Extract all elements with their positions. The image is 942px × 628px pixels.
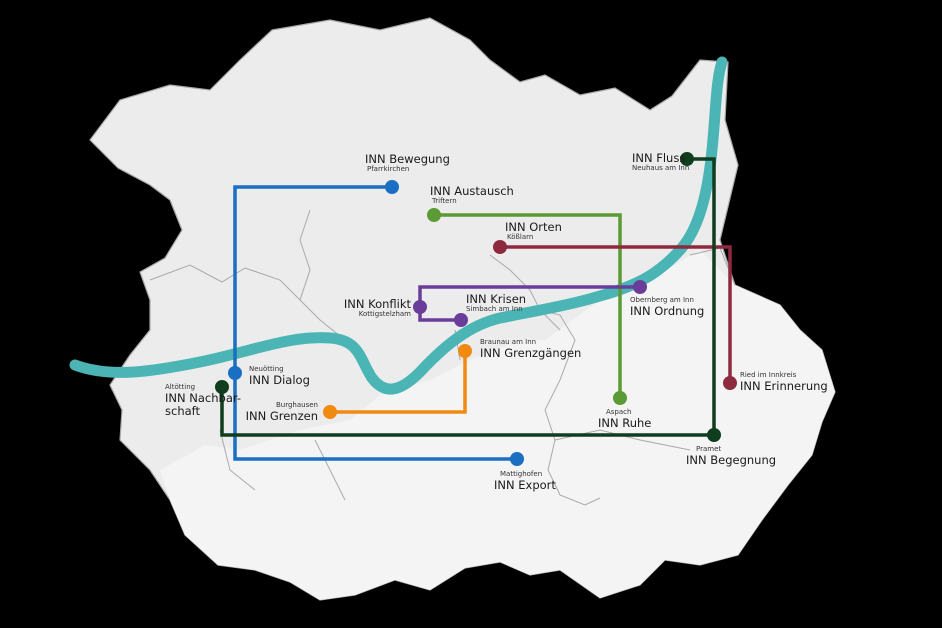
label-dialog: Neuötting INN Dialog xyxy=(249,365,310,387)
station-name: INN Grenzgängen xyxy=(480,345,582,360)
station-name: INN Grenzen xyxy=(245,408,318,423)
station-bewegung[interactable] xyxy=(385,180,399,194)
station-grenzen[interactable] xyxy=(323,405,337,419)
line-green xyxy=(434,213,622,398)
station-place: Mattighofen xyxy=(500,470,543,478)
station-name: INN Dialog xyxy=(249,372,310,387)
station-place: Burghausen xyxy=(276,401,318,409)
station-place: Neuhaus am Inn xyxy=(632,163,690,172)
station-place: Pfarrkirchen xyxy=(367,164,410,173)
label-begegnung: Pramet INN Begegnung xyxy=(686,445,777,467)
station-place: Kottigstelzham xyxy=(358,309,411,318)
station-grenzgaengen[interactable] xyxy=(458,344,472,358)
station-name: INN Ruhe xyxy=(598,415,652,430)
station-place: Neuötting xyxy=(249,365,284,373)
station-ruhe[interactable] xyxy=(613,391,627,405)
stations xyxy=(215,152,737,466)
station-place: Triftern xyxy=(432,196,457,205)
station-orten[interactable] xyxy=(493,240,507,254)
label-bewegung: INN Bewegung Pfarrkirchen xyxy=(365,153,450,173)
station-place: Aspach xyxy=(606,408,632,416)
station-name: INN Bewegung xyxy=(365,152,450,166)
station-name: INN Orten xyxy=(505,220,562,234)
station-ordnung[interactable] xyxy=(633,280,647,294)
station-name: INN Erinnerung xyxy=(740,378,828,393)
station-place: Simbach am Inn xyxy=(466,304,523,313)
line-blue xyxy=(233,185,517,461)
label-nachbarschaft: Altötting INN Nachbar- schaft xyxy=(165,383,242,419)
label-ordnung: Obernberg am Inn INN Ordnung xyxy=(630,296,705,318)
label-ruhe: Aspach INN Ruhe xyxy=(598,408,652,430)
station-name: INN Nachbar- schaft xyxy=(165,390,242,419)
label-orten: INN Orten Kößlarn xyxy=(505,221,562,241)
station-nachbarschaft[interactable] xyxy=(215,380,229,394)
label-grenzgaengen: Braunau am Inn INN Grenzgängen xyxy=(480,338,582,360)
station-erinnerung[interactable] xyxy=(723,376,737,390)
station-name: INN Krisen xyxy=(466,292,527,306)
line-orange xyxy=(330,351,467,414)
label-export: Mattighofen INN Export xyxy=(494,470,556,492)
station-name: INN Begegnung xyxy=(686,452,777,467)
station-place: Ried im Innkreis xyxy=(740,371,797,379)
station-name: INN Konflikt xyxy=(343,297,411,311)
station-name: INN Austausch xyxy=(430,184,514,198)
label-konflikt: INN Konflikt Kottigstelzham xyxy=(333,298,411,318)
station-name: INN Ordnung xyxy=(630,303,705,318)
station-name: INN Export xyxy=(494,477,556,492)
station-place: Kößlarn xyxy=(507,232,534,241)
label-fluss: INN Fluss Neuhaus am Inn xyxy=(632,152,689,172)
station-place: Obernberg am Inn xyxy=(630,296,694,304)
station-place: Braunau am Inn xyxy=(480,338,537,346)
label-austausch: INN Austausch Triftern xyxy=(430,185,514,205)
river-inn xyxy=(69,56,728,395)
station-begegnung[interactable] xyxy=(707,428,721,442)
label-grenzen: Burghausen INN Grenzen xyxy=(240,401,318,423)
label-erinnerung: Ried im Innkreis INN Erinnerung xyxy=(740,371,828,393)
station-fluss[interactable] xyxy=(680,152,694,166)
transit-lines xyxy=(220,157,732,461)
station-konflikt[interactable] xyxy=(413,300,427,314)
station-austausch[interactable] xyxy=(427,208,441,222)
station-place: Pramet xyxy=(696,445,722,453)
station-name: INN Fluss xyxy=(632,151,686,165)
station-krisen[interactable] xyxy=(454,313,468,327)
line-darkred xyxy=(500,245,732,383)
station-dialog[interactable] xyxy=(228,366,242,380)
station-export[interactable] xyxy=(510,452,524,466)
label-krisen: INN Krisen Simbach am Inn xyxy=(466,293,526,313)
region-southeast xyxy=(160,250,835,600)
station-place: Altötting xyxy=(165,383,196,391)
